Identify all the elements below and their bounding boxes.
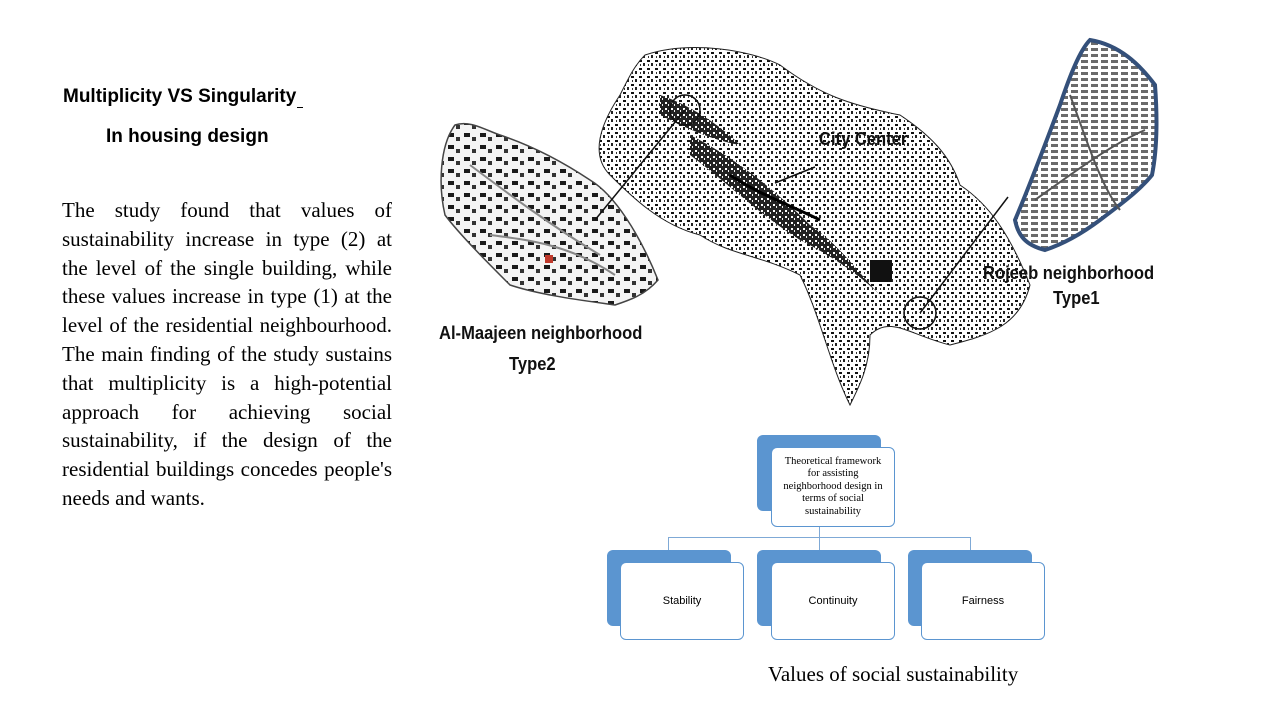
stability-node: Stability xyxy=(620,562,744,640)
maajeen-name-label: Al-Maajeen neighborhood xyxy=(439,323,643,343)
fairness-label: Fairness xyxy=(961,595,1005,607)
maajeen-neighborhood-plan xyxy=(440,109,686,306)
connector-root xyxy=(819,527,820,537)
continuity-node: Continuity xyxy=(771,562,895,640)
maajeen-locator-circle xyxy=(669,94,701,126)
slide-title: Multiplicity VS Singularity xyxy=(63,86,304,108)
root-node: Theoretical framework for assisting neig… xyxy=(771,447,895,527)
slide-subtitle: In housing design xyxy=(106,126,269,147)
connector-fairness xyxy=(970,537,971,550)
city-center-label: City Center xyxy=(819,129,908,149)
continuity-label: Continuity xyxy=(808,595,858,607)
body-paragraph: The study found that values of sustainab… xyxy=(62,198,392,510)
root-node-label: Theoretical framework for assisting neig… xyxy=(783,455,883,517)
city-map xyxy=(598,47,1031,407)
diagram-caption: Values of social sustainability xyxy=(768,662,1019,686)
fairness-node: Fairness xyxy=(921,562,1045,640)
rojeeb-locator-circle xyxy=(903,296,937,330)
maajeen-type-label: Type2 xyxy=(509,354,556,374)
rojeeb-name-label: Rojeeb neighborhood xyxy=(983,263,1155,283)
city-map-illustration: City Center Rojeeb neighborhood Type1 Al… xyxy=(430,35,1170,415)
connector-stability xyxy=(668,537,669,550)
connector-continuity xyxy=(819,537,820,550)
rojeeb-type-label: Type1 xyxy=(1053,288,1100,308)
rojeeb-neighborhood-plan xyxy=(919,37,1159,314)
stability-label: Stability xyxy=(662,595,702,607)
city-map-graphic xyxy=(440,37,1159,407)
